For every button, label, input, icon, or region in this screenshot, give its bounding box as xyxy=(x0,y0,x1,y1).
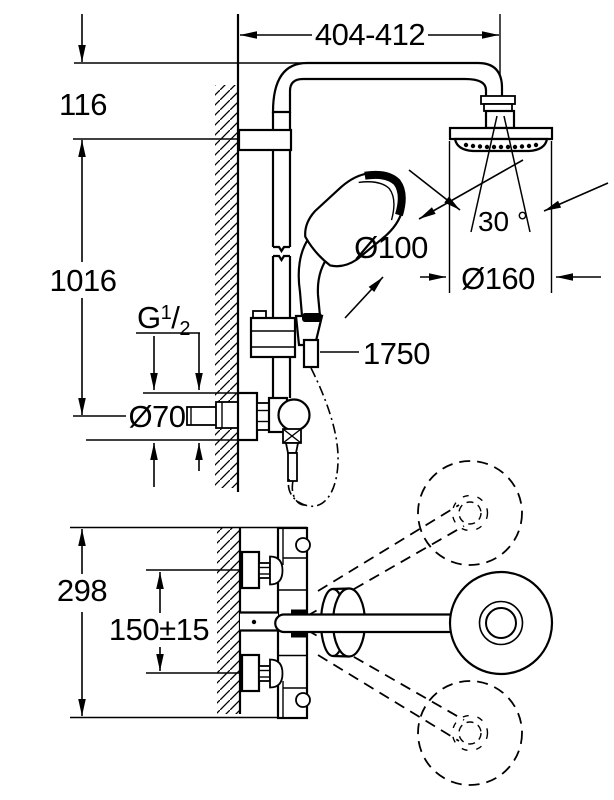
holder-grip-ring xyxy=(302,313,322,322)
thread-size-label: G1/2 xyxy=(137,300,190,340)
wall-hatching xyxy=(215,85,238,488)
head-shower xyxy=(448,95,554,293)
handle-shaft xyxy=(274,613,488,634)
dim-width-label: 404-412 xyxy=(315,17,425,52)
inlet-connections xyxy=(240,550,284,693)
shower-hose-phantom xyxy=(287,367,339,507)
valve-escutcheon xyxy=(236,391,259,442)
body-screw xyxy=(295,537,311,553)
supply-connection xyxy=(186,401,239,429)
side-elevation-view: 404-412 116 1016 G1/2 Ø70 Ø100 30 ° Ø160… xyxy=(50,14,609,507)
thermostat-valve xyxy=(236,391,311,482)
knob-hub xyxy=(485,607,517,639)
knob-position-up-dashed xyxy=(417,460,523,566)
spray-cone-line xyxy=(470,115,498,233)
dim-supply-diameter-label: Ø70 xyxy=(128,399,185,434)
handle-swivel-positions xyxy=(306,460,523,786)
temperature-knob xyxy=(277,398,311,432)
dim-column-height-label: 1016 xyxy=(50,263,117,298)
rail-slider xyxy=(249,310,324,369)
hand-shower-face-ring xyxy=(364,170,406,217)
handle-assembly-plan xyxy=(274,570,554,676)
dimension-lines-bottom xyxy=(78,529,164,716)
wall-bracket xyxy=(237,128,293,152)
hose-adapter xyxy=(284,442,300,454)
shaft-seal xyxy=(291,632,307,638)
dim-valve-height-label: 298 xyxy=(57,573,107,608)
hose-length-label: 1750 xyxy=(363,336,430,371)
head-shower-plate xyxy=(448,126,554,141)
spray-angle-label: 30 ° xyxy=(478,206,528,237)
slider-body xyxy=(249,316,297,359)
inlet-nut-bottom xyxy=(258,665,271,682)
hose-outlet xyxy=(302,338,320,369)
dimension-lines xyxy=(78,14,609,487)
inlet-escutcheon-top xyxy=(240,550,261,590)
inlet-union-bottom xyxy=(269,658,284,689)
dim-arm-offset-label: 116 xyxy=(59,87,107,122)
plan-view: 298 150±15 xyxy=(57,460,554,786)
body-screw xyxy=(295,692,311,708)
wall-hatching-plan xyxy=(217,528,240,714)
spray-nozzles xyxy=(463,142,539,150)
dim-hand-shower-diameter-label: Ø100 xyxy=(354,230,428,265)
knob-position-down-dashed xyxy=(417,680,523,786)
inlet-union-top xyxy=(269,555,284,586)
dim-head-shower-diameter-label: Ø160 xyxy=(461,261,535,296)
dim-inlet-spacing-label: 150±15 xyxy=(109,612,209,647)
hand-shower xyxy=(297,170,406,318)
spray-cone-line xyxy=(503,115,531,233)
shaft-seal xyxy=(291,609,307,615)
hose-adapter-tube xyxy=(287,452,298,482)
inlet-escutcheon-bottom xyxy=(240,653,261,693)
arm-nut xyxy=(480,95,516,105)
head-shower-stem xyxy=(484,109,516,130)
knob-hub-outer xyxy=(478,600,524,646)
shower-arm-pipe xyxy=(271,61,504,114)
inlet-nut-top xyxy=(258,562,271,579)
pipe-break-symbol xyxy=(273,245,290,254)
wall-section-plan xyxy=(217,527,242,714)
extension-lines xyxy=(73,14,501,441)
wall-section xyxy=(215,14,240,492)
hand-shower-head xyxy=(304,170,406,268)
pipe-break-symbol xyxy=(273,254,290,263)
in-wall-slot xyxy=(240,612,278,631)
